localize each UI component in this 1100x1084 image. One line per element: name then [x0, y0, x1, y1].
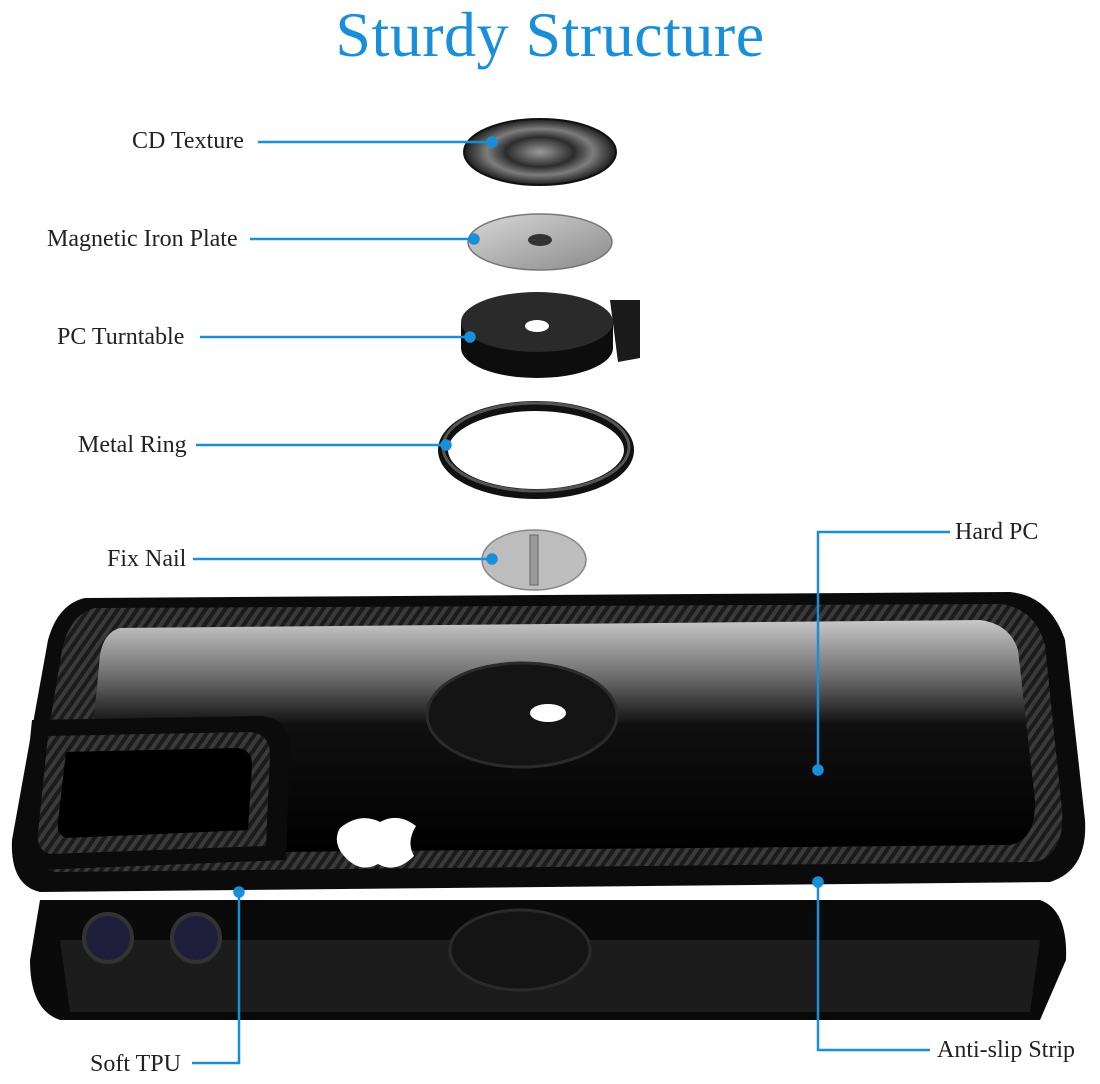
label-pc-turntable: PC Turntable — [57, 324, 185, 350]
phone-body — [30, 900, 1067, 1020]
label-soft-tpu: Soft TPU — [90, 1051, 181, 1077]
page-title: Sturdy Structure — [335, 0, 765, 70]
label-anti-slip-strip: Anti-slip Strip — [937, 1037, 1076, 1063]
cd-texture-disc — [463, 118, 617, 186]
fix-nail — [481, 529, 587, 591]
label-cd-texture: CD Texture — [132, 128, 244, 154]
phone-case — [11, 592, 1086, 892]
label-hard-pc: Hard PC — [955, 519, 1039, 545]
magnetic-iron-plate — [467, 213, 613, 271]
pc-turntable — [461, 292, 640, 378]
label-fix-nail: Fix Nail — [107, 546, 187, 572]
metal-ring — [438, 401, 634, 499]
label-metal-ring: Metal Ring — [78, 432, 187, 458]
label-magnetic-iron-plate: Magnetic Iron Plate — [47, 226, 238, 252]
